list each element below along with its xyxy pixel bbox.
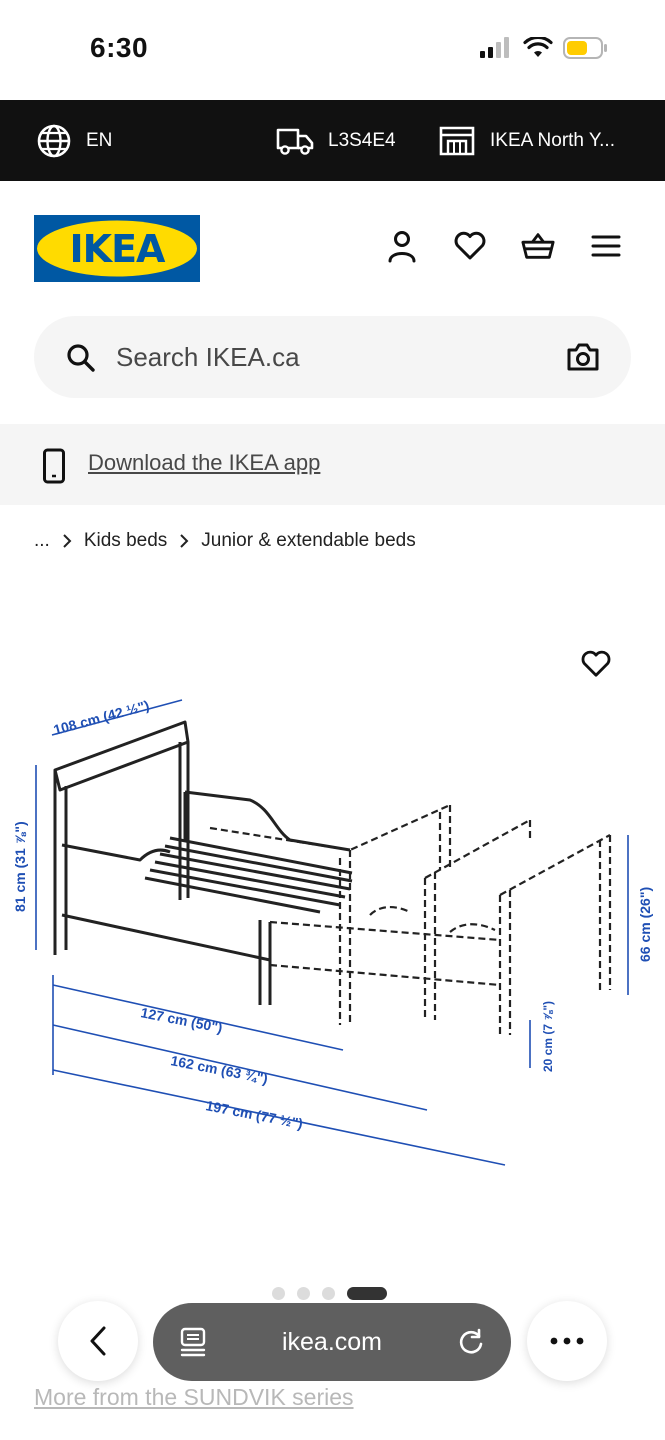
browser-more-button[interactable] <box>527 1301 607 1381</box>
globe-icon <box>37 124 71 157</box>
browser-back-button[interactable] <box>58 1301 138 1381</box>
language-selector[interactable]: EN <box>36 100 112 181</box>
chevron-right-icon <box>180 534 189 548</box>
search-input[interactable]: Search IKEA.ca <box>116 342 300 372</box>
product-dimension-image: 108 cm (42 ½") 81 cm (31 ⅞") 127 cm (50"… <box>12 697 653 1166</box>
status-icons <box>479 36 609 60</box>
chevron-left-icon <box>90 1326 106 1356</box>
phone-icon <box>43 448 65 484</box>
store-selector[interactable]: IKEA North Y... <box>438 100 615 181</box>
length-197-label: 197 cm (77 ½") <box>204 1097 304 1131</box>
bed-drawing <box>53 720 351 1005</box>
leg-height-label: 20 cm (7 ⅞") <box>541 1001 555 1072</box>
height-label: 81 cm (31 ⅞") <box>12 821 28 912</box>
reload-icon[interactable] <box>457 1328 485 1356</box>
browser-url[interactable]: ikea.com <box>281 1328 383 1356</box>
camera-icon[interactable] <box>566 342 600 372</box>
carousel-dot[interactable] <box>322 1287 335 1300</box>
width-label: 108 cm (42 ½") <box>52 697 151 738</box>
carousel-dot[interactable] <box>297 1287 310 1300</box>
status-time: 6:30 <box>90 32 149 63</box>
browser-address-bar[interactable]: ikea.com <box>153 1303 511 1381</box>
basket-icon <box>521 233 555 259</box>
length-162-label: 162 cm (63 ¾") <box>169 1052 269 1086</box>
language-label: EN <box>86 129 113 151</box>
account-button[interactable] <box>385 229 419 263</box>
app-download-banner: Download the IKEA app <box>0 424 665 505</box>
delivery-postal-code[interactable]: L3S4E4 <box>276 100 396 181</box>
header-icons <box>385 229 623 263</box>
shopping-bag-button[interactable] <box>521 229 555 263</box>
battery-icon <box>563 37 607 59</box>
carousel-dot[interactable] <box>272 1287 285 1300</box>
reader-mode-icon[interactable] <box>179 1327 207 1357</box>
extension-dashed <box>209 803 612 1035</box>
chevron-right-icon <box>63 534 72 548</box>
download-app-link[interactable]: Download the IKEA app <box>88 450 321 475</box>
postal-code-label: L3S4E4 <box>328 129 396 151</box>
carousel-dot-active[interactable] <box>347 1287 387 1300</box>
more-series-link[interactable]: More from the SUNDVIK series <box>34 1384 354 1410</box>
store-icon <box>439 126 475 155</box>
breadcrumb: ... Kids beds Junior & extendable beds <box>34 526 416 556</box>
wishlist-button[interactable] <box>453 229 487 263</box>
wifi-icon <box>523 37 553 57</box>
carousel-indicator <box>272 1287 387 1300</box>
menu-button[interactable] <box>589 229 623 263</box>
menu-icon <box>591 235 621 257</box>
ikea-logo-mark: IKEA <box>34 215 200 282</box>
bed-slats <box>144 836 353 914</box>
delivery-truck-icon <box>276 128 314 155</box>
search-icon <box>67 344 95 372</box>
cellular-signal-icon <box>480 37 509 58</box>
top-strip: EN L3S4E4 IKEA North Y... <box>0 100 665 181</box>
status-bar: 6:30 <box>0 0 665 100</box>
account-icon <box>388 231 416 263</box>
more-dots-icon <box>550 1337 584 1345</box>
breadcrumb-kids-beds[interactable]: Kids beds <box>83 530 168 551</box>
store-label: IKEA North Y... <box>490 129 615 151</box>
dimension-lines <box>35 699 629 1166</box>
breadcrumb-ellipsis[interactable]: ... <box>34 530 50 551</box>
svg-text:IKEA: IKEA <box>70 227 167 271</box>
site-header: IKEA <box>0 181 665 316</box>
product-favourite-button[interactable] <box>578 646 614 682</box>
length-127-label: 127 cm (50") <box>139 1004 223 1036</box>
rail-height-label: 66 cm (26") <box>637 887 653 962</box>
breadcrumb-junior-beds[interactable]: Junior & extendable beds <box>201 530 416 551</box>
heart-icon <box>581 650 611 677</box>
heart-icon <box>454 231 486 260</box>
search-bar[interactable]: Search IKEA.ca <box>34 316 631 398</box>
ikea-logo[interactable]: IKEA <box>34 215 200 282</box>
